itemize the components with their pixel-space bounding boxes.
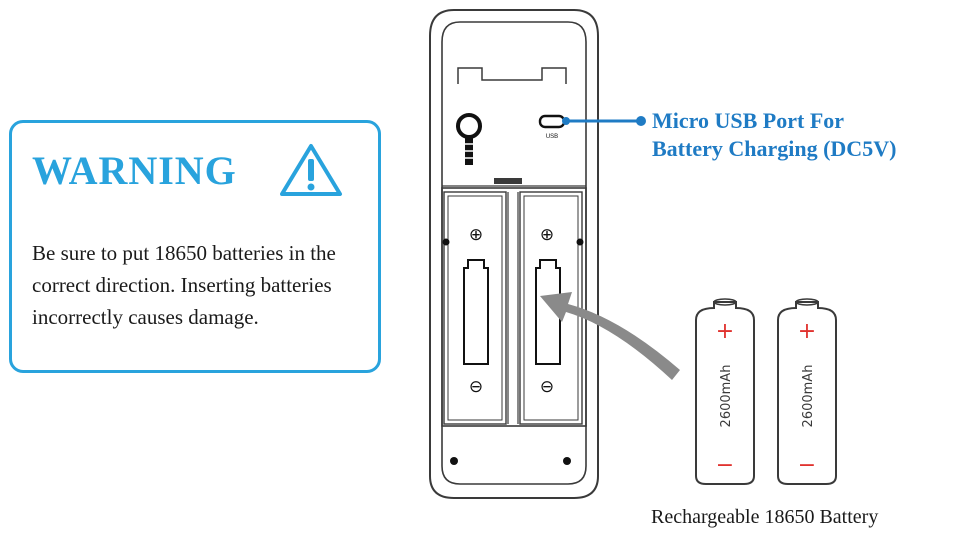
warning-text: Be sure to put 18650 batteries in the co…: [32, 241, 336, 329]
usb-port-callout-line1: Micro USB Port For: [652, 108, 845, 133]
battery-left-capacity: 2600mAh: [719, 365, 734, 428]
battery-left-plus: +: [716, 319, 734, 344]
slot-right-plus: ⊕: [540, 225, 554, 245]
key-slot-icon: [456, 113, 482, 165]
slot-left-minus: ⊖: [469, 377, 483, 397]
usb-port-callout: Micro USB Port For Battery Charging (DC5…: [652, 107, 896, 163]
battery-slot-left: [443, 191, 507, 425]
battery-caption: Rechargeable 18650 Battery: [651, 506, 879, 528]
warning-triangle-icon: [280, 144, 342, 196]
usb-marking: USB: [546, 134, 558, 140]
warning-title: WARNING: [32, 148, 237, 193]
battery-pair: + 2600mAh − + 2600mAh −: [695, 298, 837, 485]
slot-right-minus: ⊖: [540, 377, 554, 397]
battery-right-capacity: 2600mAh: [801, 365, 816, 428]
device-outer-shell: [429, 9, 599, 499]
device-back-illustration: USB ⊕ ⊕ ⊖ ⊖: [429, 9, 599, 499]
battery-right: + 2600mAh −: [777, 298, 837, 485]
warning-box: WARNING Be sure to put 18650 batteries i…: [9, 120, 381, 373]
slot-left-plus: ⊕: [469, 225, 483, 245]
battery-left-minus: −: [716, 453, 734, 478]
battery-right-plus: +: [798, 319, 816, 344]
usb-callout-dot-end: [636, 116, 646, 126]
usb-port-callout-line2: Battery Charging (DC5V): [652, 136, 897, 161]
battery-right-minus: −: [798, 453, 816, 478]
battery-left: + 2600mAh −: [695, 298, 755, 485]
device-inner-shell: [441, 21, 587, 485]
